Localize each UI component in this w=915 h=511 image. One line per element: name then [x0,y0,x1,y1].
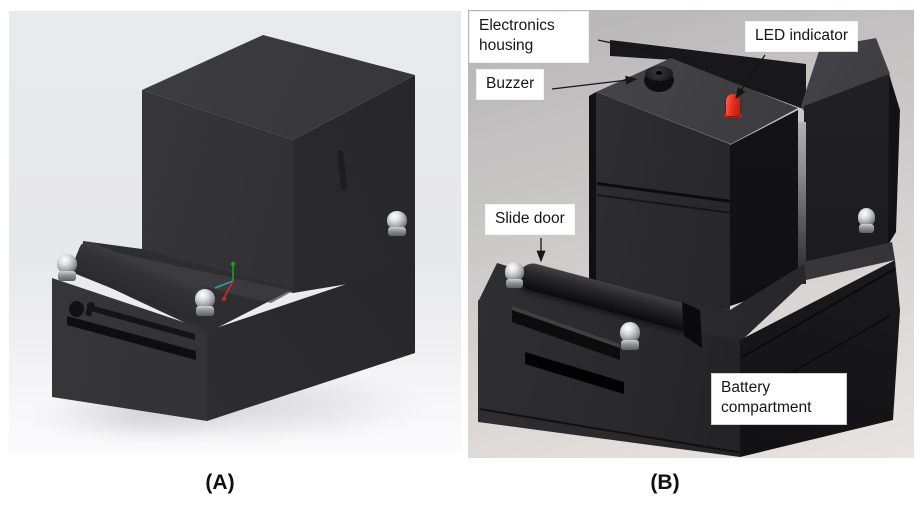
photo-acorn-nut-right [858,208,875,233]
label-buzzer: Buzzer [477,70,544,100]
panel-a-cad-render [9,11,461,453]
photo-acorn-nut-front [620,322,640,350]
nut-dome [57,254,77,274]
nut-dome [505,262,524,281]
panel-b-caption: (B) [650,471,680,494]
nut-dome [387,211,407,229]
nut-dome [195,289,215,309]
label-slide-door: Slide door [486,205,574,235]
photo-housing-right-face [730,110,798,306]
photo-slide-door-edge [682,302,702,348]
cad-front-hole [69,301,84,317]
nut-base [57,271,77,281]
photo-housing-left-edge [589,92,596,297]
cad-acorn-nut-left [57,254,77,281]
label-electronics-housing: Electronics housing [470,12,588,62]
photo-right-box-front-face [804,74,893,262]
cad-axes-triad-icon [214,261,236,301]
cad-acorn-nut-right [387,211,407,236]
led-component [726,94,740,116]
buzzer-hole [656,71,662,75]
nut-base [858,224,875,233]
nut-dome [620,322,640,343]
cad-acorn-nut-middle [195,289,215,316]
photo-acorn-nut-left [505,262,524,288]
nut-dome [858,208,875,226]
nut-base [195,306,215,316]
panel-a-caption: (A) [205,471,235,494]
photo-gap-between-boxes [798,122,806,284]
label-battery-compartment: Battery compartment [712,374,846,424]
panel-b-photo: Electronics housing LED indicator Buzzer… [468,10,914,458]
label-led-indicator: LED indicator [746,22,858,52]
nut-base [505,278,524,288]
buzzer-component [644,66,674,93]
nut-base [387,227,407,236]
nut-base [620,339,640,350]
